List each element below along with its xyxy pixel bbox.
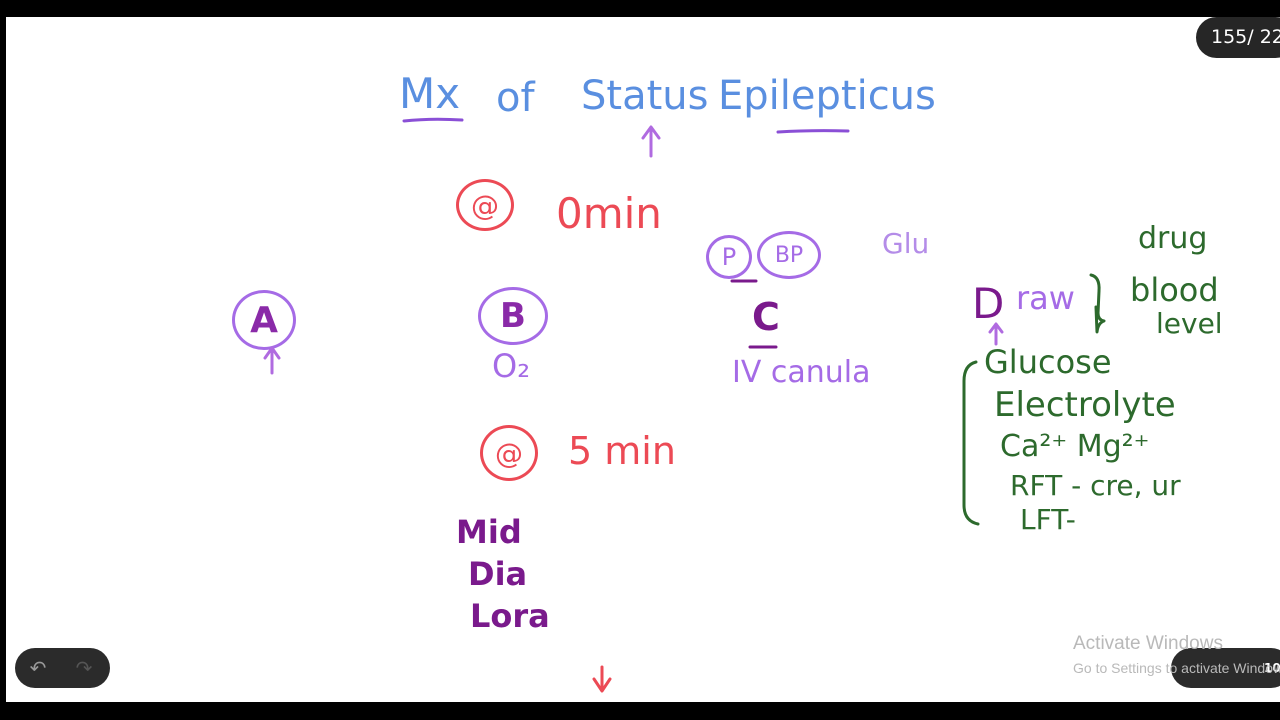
zoom-toolbar[interactable]: 10 — [1171, 648, 1280, 688]
airway-circle: A — [232, 290, 296, 350]
at-0min-symbol: @ — [471, 188, 499, 222]
drug-midazolam: Mid — [456, 513, 522, 551]
underline-epilepticus — [776, 129, 850, 134]
breathing-letter: B — [500, 296, 526, 336]
activation-watermark-subtitle: Go to Settings to activate Windows. — [1073, 660, 1280, 676]
title-of: of — [496, 75, 535, 121]
bp-label: BP — [774, 242, 804, 268]
investigation-calcium-magnesium: Ca²⁺ Mg²⁺ — [1000, 429, 1150, 464]
zoom-value: 10 — [1264, 661, 1280, 675]
activation-watermark-title: Activate Windows — [1073, 633, 1223, 654]
undo-redo-toolbar: ↶ ↷ — [15, 648, 110, 688]
investigation-rft: RFT - cre, ur — [1010, 469, 1181, 502]
investigation-glucose: Glucose — [984, 343, 1112, 381]
title-status: Status — [581, 73, 709, 119]
at-0min-circle: @ — [456, 179, 514, 231]
draw-label: raw — [1016, 279, 1075, 317]
iv-canula-label: IV canula — [732, 355, 871, 390]
pulse-label: P — [721, 243, 737, 271]
whiteboard-canvas[interactable]: Mx of Status Epilepticus @ 0min P BP Glu… — [6, 17, 1280, 702]
level-note: level — [1156, 307, 1223, 340]
redo-icon[interactable]: ↷ — [75, 656, 93, 680]
bracket-investigations — [962, 360, 980, 526]
investigation-electrolyte: Electrolyte — [994, 385, 1176, 425]
disability-letter: D — [972, 279, 1005, 328]
title-epilepticus: Epilepticus — [718, 73, 936, 119]
breathing-circle: B — [478, 287, 548, 345]
arrow-up-status — [641, 125, 661, 158]
blood-note: blood — [1130, 271, 1219, 309]
oxygen-label: O₂ — [492, 347, 531, 385]
airway-letter: A — [250, 299, 278, 341]
undo-icon[interactable]: ↶ — [29, 656, 47, 680]
underline-mx — [402, 117, 464, 123]
bracket-draw — [1089, 273, 1106, 334]
page-indicator: 155/ 22 — [1196, 17, 1280, 58]
at-5min-circle: @ — [480, 425, 538, 481]
five-min-label: 5 min — [568, 429, 676, 473]
investigation-lft: LFT- — [1020, 503, 1076, 536]
bp-circle: BP — [757, 231, 821, 279]
arrow-up-airway — [263, 346, 281, 375]
glucose-short-label: Glu — [882, 227, 930, 260]
circulation-letter: C — [752, 295, 780, 339]
drug-note: drug — [1138, 221, 1208, 256]
pulse-circle: P — [706, 235, 752, 279]
drug-diazepam: Dia — [468, 555, 528, 593]
at-5min-symbol: @ — [495, 436, 523, 470]
arrow-down-bottom — [592, 665, 612, 693]
drug-lorazepam: Lora — [470, 597, 550, 635]
zero-min-label: 0min — [556, 189, 662, 238]
title-mx: Mx — [399, 69, 461, 118]
